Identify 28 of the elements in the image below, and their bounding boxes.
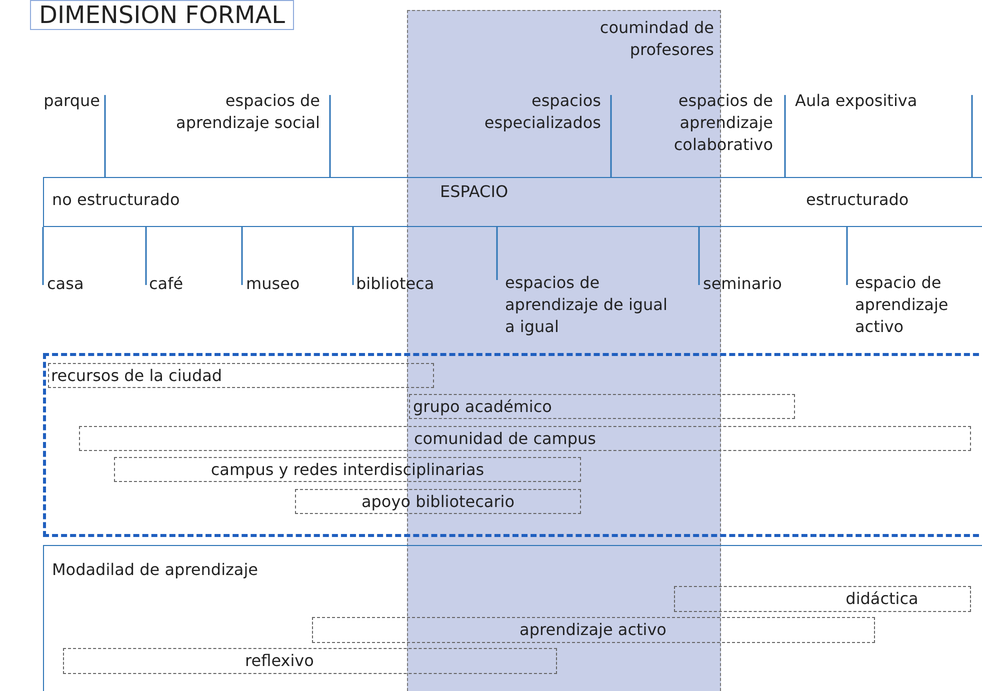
axis-label: seminario <box>703 273 783 295</box>
axis-label: espacios de aprendizaje colaborativo <box>672 90 773 156</box>
axis-label: biblioteca <box>356 273 436 295</box>
scale-bar <box>43 177 982 227</box>
axis-label: espacio de aprendizaje activo <box>855 272 950 338</box>
axis-label: espacios de aprendizaje de igual a igual <box>505 272 668 338</box>
dashed-bar-label: reflexivo <box>62 648 556 674</box>
axis-label: casa <box>47 273 85 295</box>
scale-end-label: no estructurado <box>52 189 180 211</box>
dashed-bar-label: grupo académico <box>409 394 795 419</box>
dashed-bar-label: aprendizaje activo <box>312 616 874 642</box>
axis-label: Aula expositiva <box>795 90 918 112</box>
title-heading: DIMENSION FORMAL <box>30 0 294 30</box>
axis-label: museo <box>246 273 301 295</box>
dashed-bar-label: comunidad de campus <box>79 426 971 451</box>
dashed-bar-label: recursos de la ciudad <box>48 363 434 388</box>
dashed-bar-label: apoyo bibliotecario <box>295 489 581 514</box>
panel-heading: Modadilad de aprendizaje <box>52 559 258 581</box>
band-label: coumindad de profesores <box>598 17 714 61</box>
scale-title: ESPACIO <box>440 181 508 203</box>
axis-label: espacios especializados <box>483 90 601 134</box>
scale-end-label: estructurado <box>806 189 909 211</box>
axis-label: café <box>149 273 184 295</box>
axis-label: parque <box>42 90 100 112</box>
axis-label: espacios de aprendizaje social <box>175 90 320 134</box>
dashed-bar-label: didáctica <box>674 586 970 612</box>
dashed-bar-label: campus y redes interdisciplinarias <box>114 457 581 482</box>
modality-panel <box>43 545 982 691</box>
